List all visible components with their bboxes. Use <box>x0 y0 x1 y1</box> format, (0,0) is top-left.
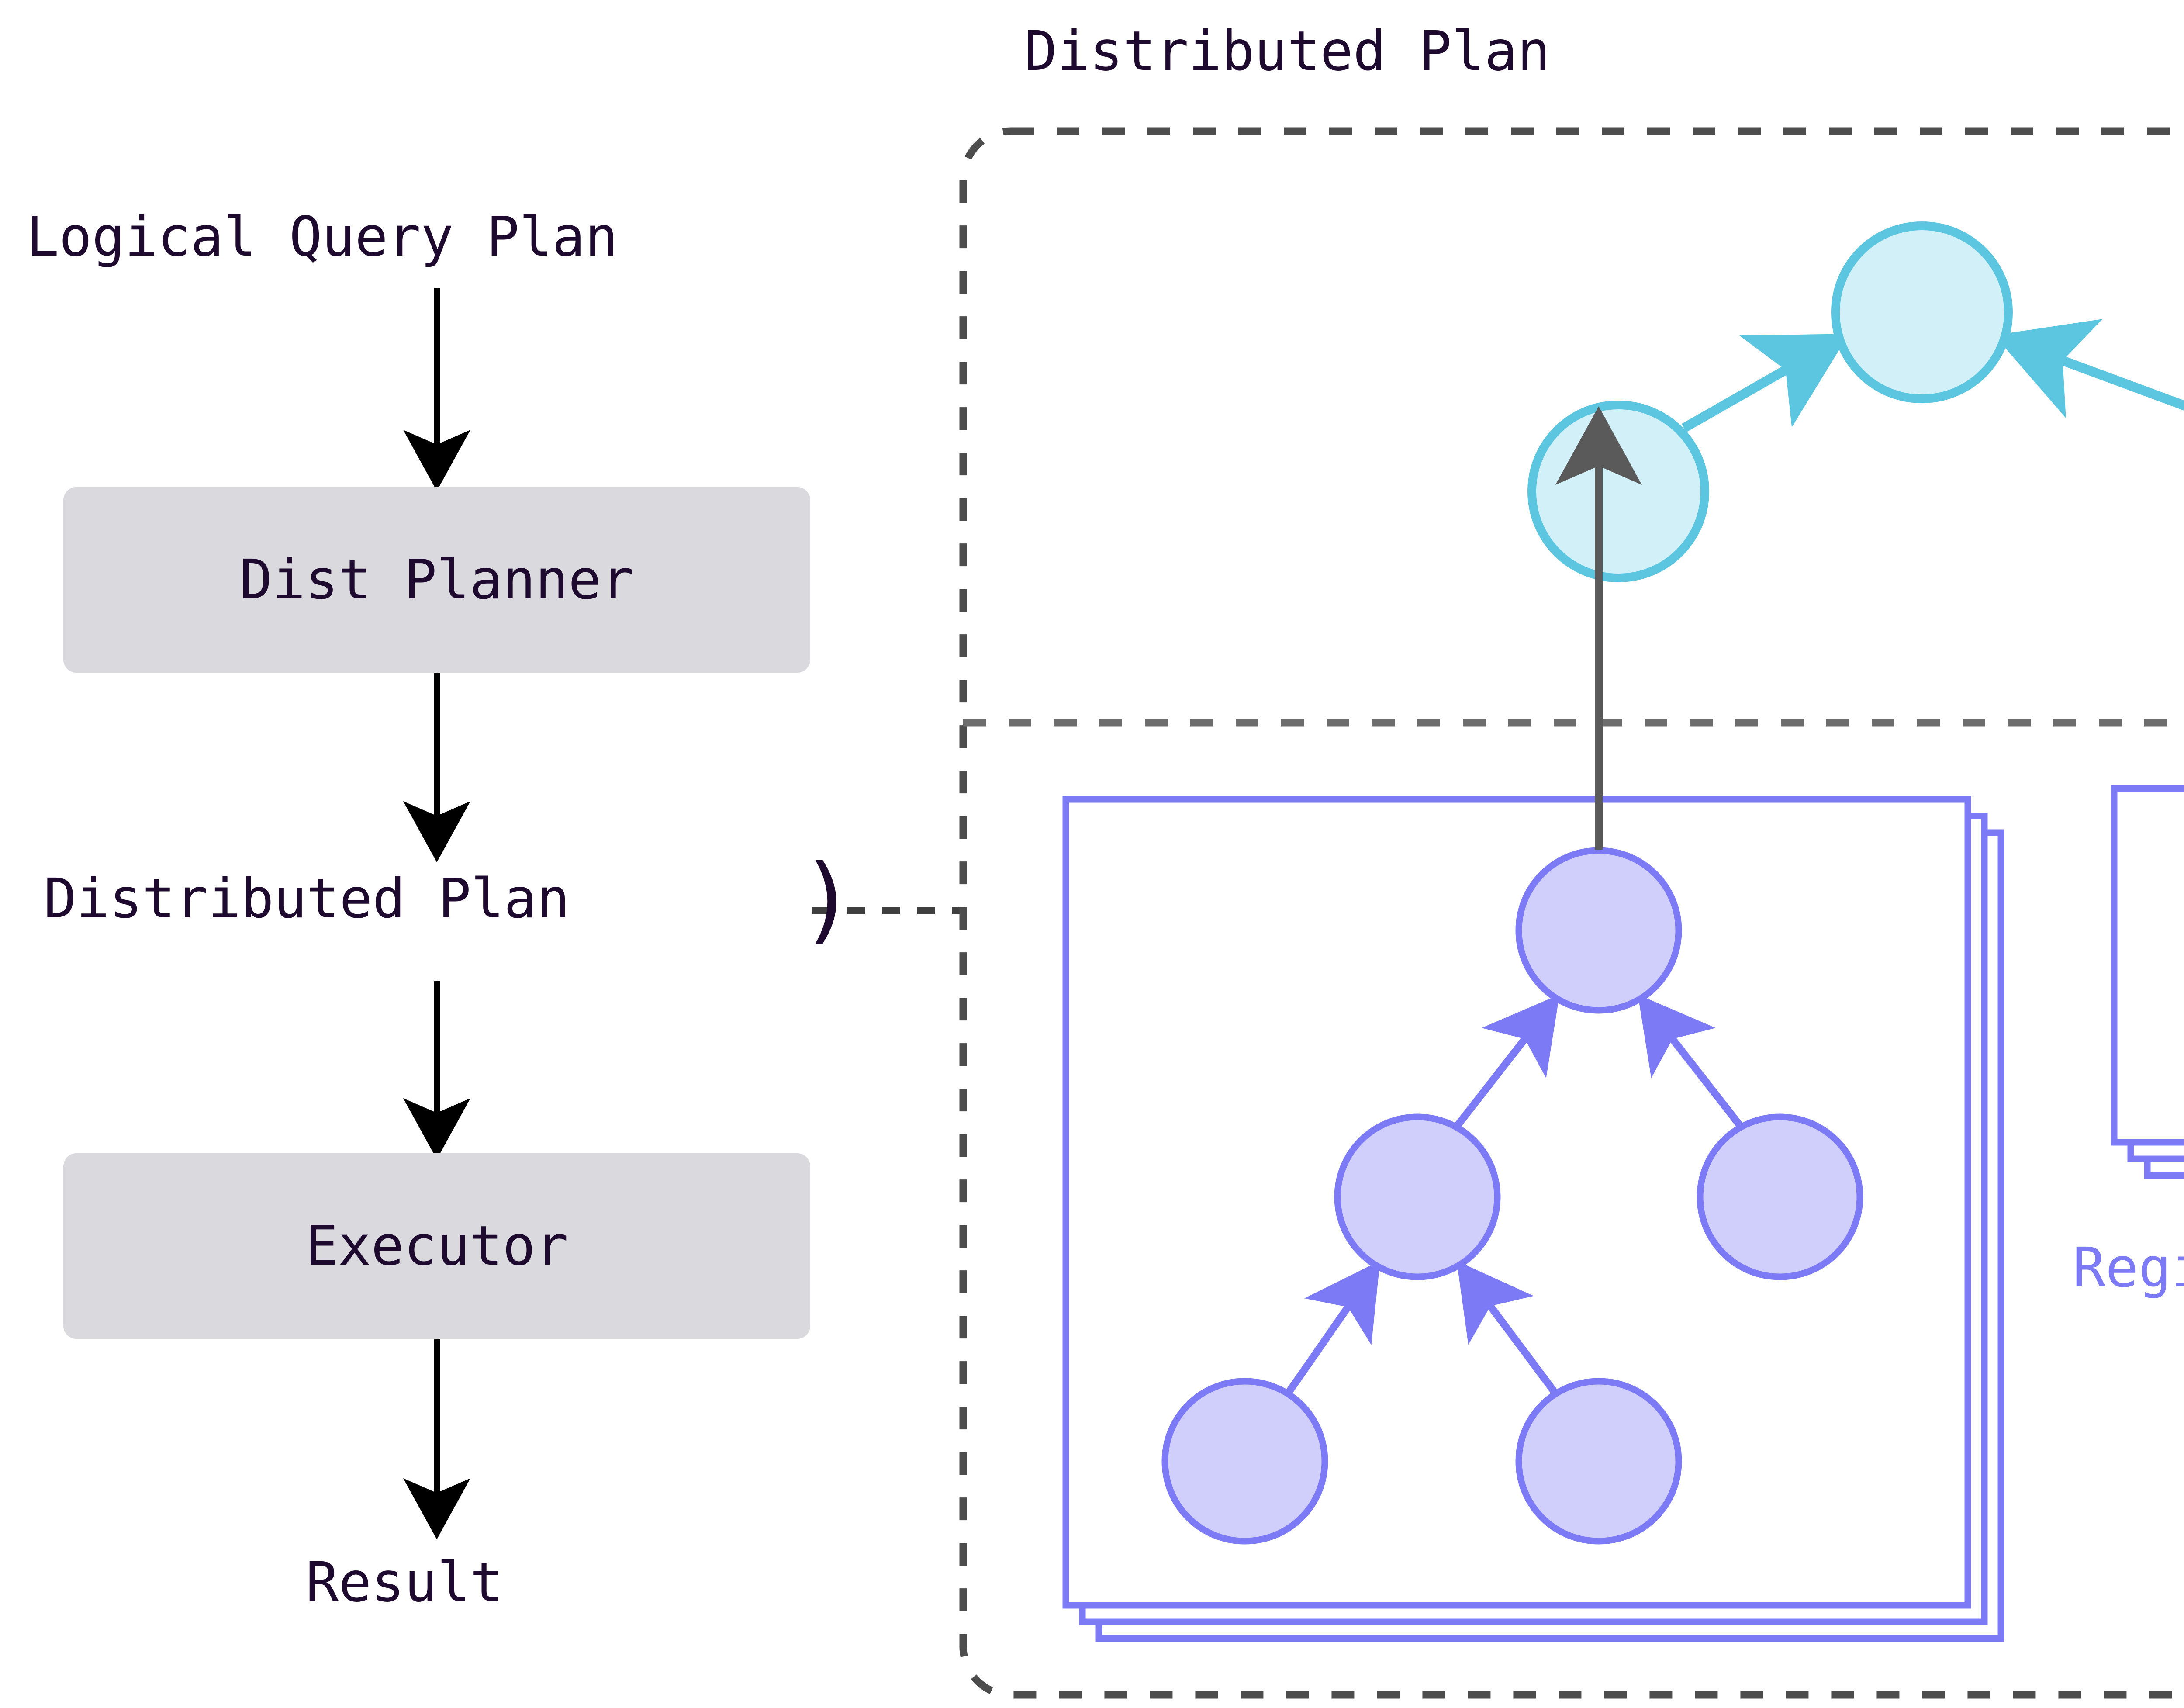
distributed-plan-container <box>959 127 2184 1699</box>
datanode-node-left-bottom2[interactable] <box>1515 1378 1682 1545</box>
logical-query-plan-label: Logical Query Plan <box>26 205 618 269</box>
datanode-node-left-mid2[interactable] <box>1697 1113 1863 1280</box>
frontend-edge-left-to-root <box>1681 334 1849 432</box>
distributed-plan-bracket: ) <box>799 844 856 954</box>
regions-label: Regions <box>2073 1236 2184 1300</box>
frontend-edge-right-to-root <box>1994 319 2184 418</box>
datanode-nodes-left <box>1161 847 1863 1545</box>
stage-crossing-arrows <box>1555 406 1642 850</box>
distributed-plan-container-title: Distributed Plan <box>1024 20 1551 83</box>
region-box-right-front[interactable] <box>2111 785 2184 1146</box>
result-label: Result <box>306 1551 503 1614</box>
frontend-node-root[interactable] <box>1831 221 2013 403</box>
datanode-node-left-root[interactable] <box>1515 847 1682 1014</box>
datanode-edge-b2-to-m1 <box>1456 1261 1560 1398</box>
datanode-node-left-bottom1[interactable] <box>1161 1378 1328 1545</box>
datanode-node-left-mid1[interactable] <box>1334 1113 1501 1280</box>
datanode-edge-m2-to-root <box>1638 994 1746 1132</box>
frontend-nodes <box>1527 221 2013 582</box>
datanode-edge-m1-to-root <box>1451 994 1560 1132</box>
distributed-plan-label: Distributed Plan <box>44 867 570 930</box>
dist-planner-box[interactable]: Dist Planner <box>63 487 810 673</box>
executor-box[interactable]: Executor <box>63 1153 810 1339</box>
datanode-edges-left <box>1283 994 1746 1398</box>
region-stack-right <box>2111 785 2184 1179</box>
datanode-edge-b1-to-m1 <box>1283 1261 1380 1398</box>
frontend-node-left[interactable] <box>1527 401 1709 582</box>
frontend-edges <box>1681 319 2184 432</box>
